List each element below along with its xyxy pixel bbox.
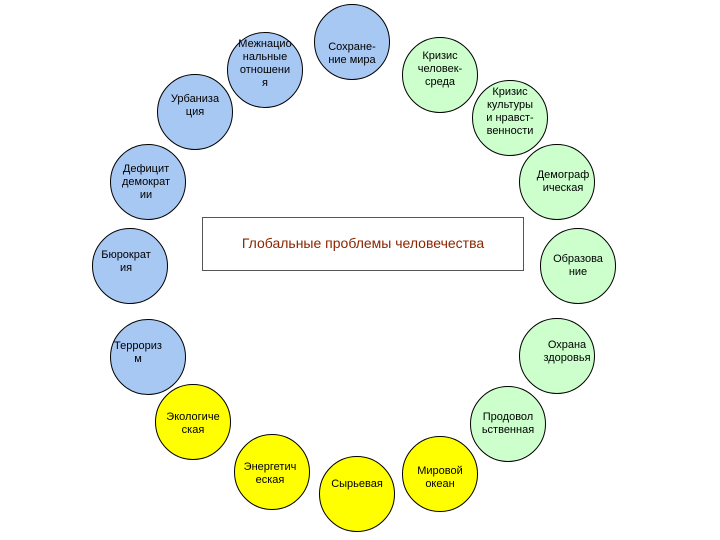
- node-label: Образова ние: [553, 253, 603, 278]
- node-okhrana-zdorovya: [519, 318, 595, 394]
- node-label: Террориз м: [114, 340, 162, 365]
- node-ekologicheskaya: [155, 384, 231, 460]
- node-label: Демограф ическая: [536, 169, 590, 194]
- node-label: Урбаниза ция: [170, 93, 220, 118]
- node-krizis-kultury: [472, 80, 548, 156]
- node-sokhranenie-mira: [314, 4, 390, 80]
- node-label: Экологиче ская: [166, 411, 220, 436]
- node-label: Сырьевая: [331, 477, 383, 490]
- node-terrorizm: [110, 319, 186, 395]
- node-obrazovanie: [540, 228, 616, 304]
- diagram-title: Глобальные проблемы человечества: [241, 235, 485, 251]
- node-energeticheskaya: [234, 434, 310, 510]
- node-syrevaya: [319, 456, 395, 532]
- node-label: Сохране- ние мира: [328, 41, 376, 66]
- node-label: Охрана здоровья: [543, 339, 591, 364]
- node-label: Дефицит демократ ии: [121, 162, 171, 201]
- node-label: Бюрократ ия: [101, 249, 151, 274]
- node-defitsit-demokratii: [110, 144, 186, 220]
- title-box: [202, 217, 524, 271]
- node-label: Продовол ьственная: [481, 411, 535, 436]
- node-urbanizatsiya: [157, 74, 233, 150]
- node-mirovoy-okean: [402, 436, 478, 512]
- node-byurokratiya: [92, 228, 168, 304]
- node-label: Межнацио нальные отношени я: [238, 38, 292, 89]
- node-krizis-chelovek-sreda: [402, 37, 478, 113]
- node-prodovolstvennaya: [470, 386, 546, 462]
- node-demograficheskaya: [519, 144, 595, 220]
- node-mezhnatsionalnye: [227, 32, 303, 108]
- node-label: Кризис культуры и нравст- венности: [486, 86, 534, 137]
- node-label: Мировой океан: [417, 465, 463, 490]
- node-label: Энергетич еская: [243, 461, 297, 486]
- node-label: Кризис человек- среда: [417, 49, 463, 88]
